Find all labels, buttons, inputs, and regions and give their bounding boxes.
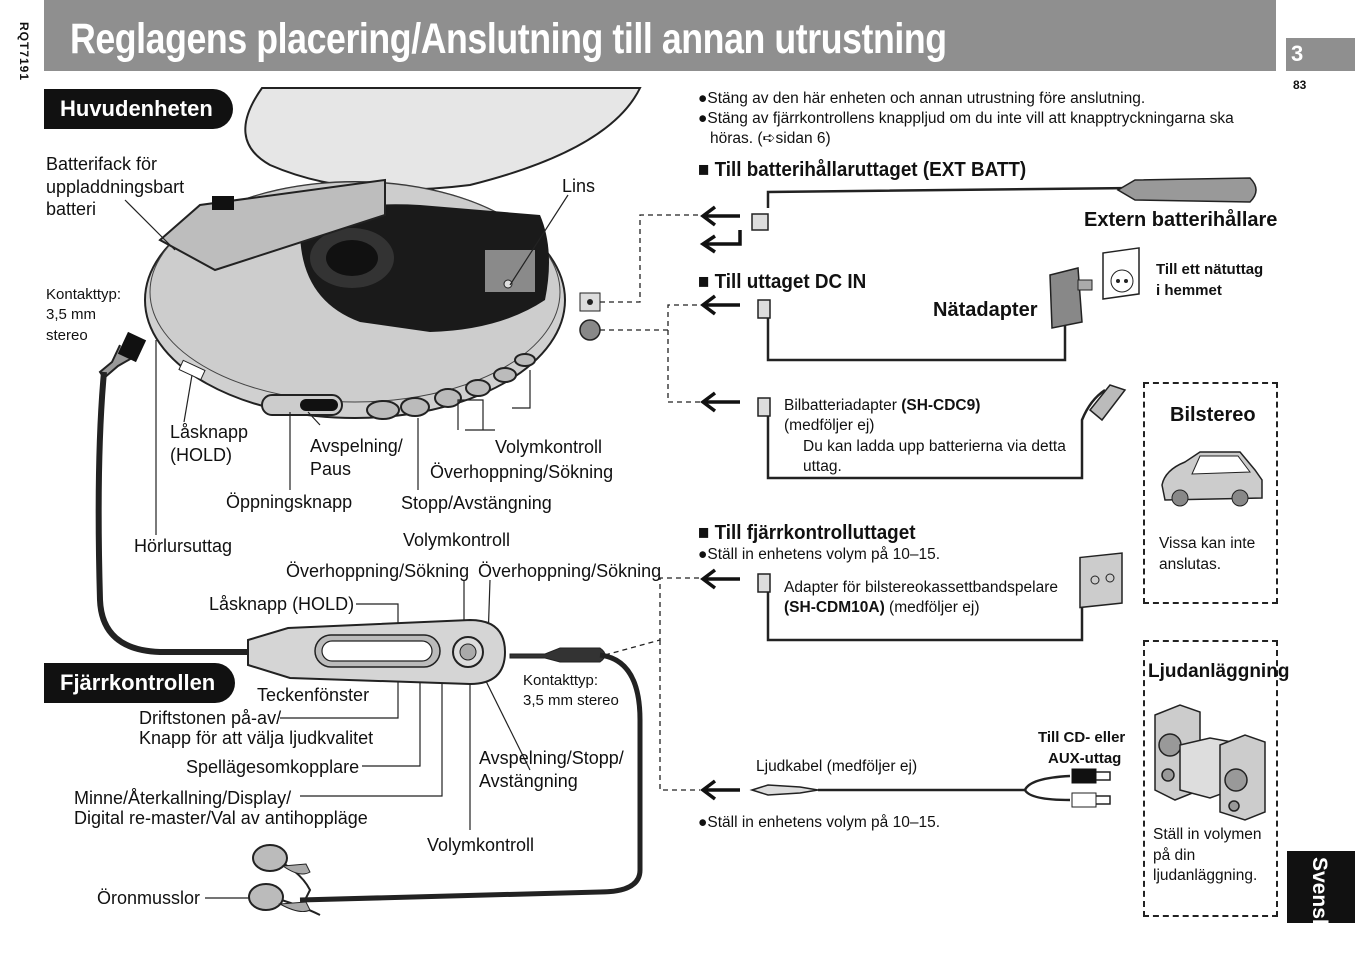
note-remote-volume: ●Ställ in enhetens volym på 10–15. bbox=[698, 546, 941, 563]
language-tab-label: Svenska bbox=[1308, 857, 1331, 943]
earphone-right bbox=[248, 883, 284, 911]
remote-label-memory-2: Digital re-master/Val av antihoppläge bbox=[74, 808, 368, 828]
remote-label-play-mode: Spellägesomkopplare bbox=[186, 757, 360, 777]
label-skip-search: Överhoppning/Sökning bbox=[430, 462, 614, 482]
battery-lid bbox=[158, 178, 386, 272]
language-tab bbox=[1287, 851, 1355, 923]
title-bar bbox=[44, 0, 1276, 71]
wall-outlet bbox=[1102, 247, 1140, 300]
car-adapter-name: Bilbatteriadapter bbox=[784, 397, 902, 414]
page-title: Reglagens placering/Anslutning till anna… bbox=[70, 15, 947, 63]
label-connector-1: Kontakttyp: bbox=[46, 286, 122, 303]
ac-adapter bbox=[1049, 267, 1083, 329]
remote-label-earphones: Öronmusslor bbox=[97, 888, 201, 908]
label-battery-compartment-1: Batterifack för bbox=[46, 154, 158, 174]
label-outlet-2: i hemmet bbox=[1156, 282, 1222, 299]
remote-label-display: Teckenfönster bbox=[257, 685, 370, 705]
audio-system-text-2: på din bbox=[1153, 847, 1196, 864]
dc-in-jack bbox=[579, 319, 601, 341]
audio-system-box bbox=[1143, 640, 1278, 917]
label-stop-off: Stopp/Avstängning bbox=[401, 493, 552, 513]
heading-remote-jack: ■ Till fjärrkontrolluttaget bbox=[698, 521, 916, 544]
label-hold-1: Låsknapp bbox=[170, 422, 249, 442]
main-unit-heading: Huvudenheten bbox=[44, 89, 233, 129]
cd-lid bbox=[244, 87, 642, 191]
remote-label-volume-top: Volymkontroll bbox=[403, 530, 511, 550]
heading-dc-in: ■ Till uttaget DC IN bbox=[698, 270, 867, 293]
remote-label-skip-right: Överhoppning/Sökning bbox=[478, 561, 662, 581]
remote-label-play-stop-2: Avstängning bbox=[479, 771, 578, 791]
remote-label-memory-1: Minne/Återkallning/Display/ bbox=[74, 788, 292, 808]
audio-system-title: Ljudanläggning bbox=[1148, 661, 1290, 682]
car-stereo-text-1: Vissa kan inte bbox=[1159, 535, 1256, 552]
page-number: 3 bbox=[1291, 41, 1304, 66]
label-car-adapter: Bilbatteriadapter (SH-CDC9) bbox=[784, 396, 980, 416]
cassette-adapter-note: (medföljer ej) bbox=[884, 599, 980, 616]
label-lens: Lins bbox=[562, 176, 596, 196]
label-car-adapter-desc-2: uttag. bbox=[803, 458, 842, 475]
label-ac-adapter: Nätadapter bbox=[933, 299, 1038, 321]
sub-page-number: 83 bbox=[1293, 78, 1307, 92]
earphone-left bbox=[252, 844, 288, 872]
note-cable-volume: ●Ställ in enhetens volym på 10–15. bbox=[698, 814, 941, 831]
car-adapter-model: (SH-CDC9) bbox=[901, 397, 981, 414]
remote-label-connector-2: 3,5 mm stereo bbox=[523, 692, 619, 709]
ext-battery-holder bbox=[1116, 177, 1257, 203]
label-ext-battery-holder: Extern batterihållare bbox=[1084, 209, 1278, 231]
label-cassette-adapter: Adapter för bilstereokassettbandspelare bbox=[784, 579, 1058, 596]
car-adapter bbox=[1088, 384, 1127, 422]
remote-heading: Fjärrkontrollen bbox=[44, 663, 236, 703]
label-volume: Volymkontroll bbox=[495, 437, 603, 457]
note-1: ●Stäng av den här enheten och annan utru… bbox=[698, 90, 1146, 107]
label-connector-2: 3,5 mm bbox=[46, 306, 97, 323]
cassette-adapter bbox=[1079, 552, 1123, 609]
label-car-adapter-note: (medföljer ej) bbox=[784, 417, 875, 434]
remote-display bbox=[321, 640, 433, 662]
label-audio-cable: Ljudkabel (medföljer ej) bbox=[756, 758, 918, 775]
label-battery-compartment-2: uppladdningsbart bbox=[46, 177, 185, 197]
remote-label-hold: Låsknapp (HOLD) bbox=[209, 594, 355, 614]
note-2: ●Stäng av fjärrkontrollens knappljud om … bbox=[698, 110, 1234, 127]
heading-ext-batt: ■ Till batterihållaruttaget (EXT BATT) bbox=[698, 158, 1027, 181]
label-hold-2: (HOLD) bbox=[170, 445, 232, 465]
car-stereo-box bbox=[1143, 382, 1278, 604]
label-play-pause-1: Avspelning/ bbox=[310, 436, 403, 456]
stereo-icon bbox=[1154, 704, 1266, 821]
label-cable-target-2: AUX-uttag bbox=[1048, 750, 1122, 767]
remote-label-beep-2: Knapp för att välja ljudkvalitet bbox=[139, 728, 374, 748]
remote-label-play-stop-1: Avspelning/Stopp/ bbox=[479, 748, 624, 768]
cassette-adapter-model: (SH-CDM10A) bbox=[784, 599, 885, 616]
label-cable-target-1: Till CD- eller bbox=[1038, 729, 1126, 746]
page-number-box bbox=[1286, 38, 1355, 71]
label-cassette-adapter-model: (SH-CDM10A) (medföljer ej) bbox=[784, 598, 980, 618]
label-play-pause-2: Paus bbox=[310, 459, 352, 479]
remote-label-connector-1: Kontakttyp: bbox=[523, 672, 599, 689]
remote-label-skip-left: Överhoppning/Sökning bbox=[286, 561, 470, 581]
remote-label-beep-1: Driftstonen på-av/ bbox=[139, 708, 282, 728]
audio-system-text-3: ljudanläggning. bbox=[1153, 867, 1258, 884]
audio-system-text-1: Ställ in volymen bbox=[1153, 826, 1262, 843]
label-outlet-1: Till ett nätuttag bbox=[1156, 261, 1264, 278]
label-battery-compartment-3: batteri bbox=[46, 199, 97, 219]
note-3: höras. (➪sidan 6) bbox=[710, 130, 831, 147]
label-connector-3: stereo bbox=[46, 327, 88, 344]
car-stereo-title: Bilstereo bbox=[1170, 404, 1256, 426]
label-car-adapter-desc-1: Du kan ladda upp batterierna via detta bbox=[803, 438, 1066, 455]
label-open: Öppningsknapp bbox=[226, 492, 353, 512]
car-stereo-text-2: anslutas. bbox=[1159, 556, 1222, 573]
remote-label-volume-bottom: Volymkontroll bbox=[427, 835, 535, 855]
label-headphone-jack: Hörlursuttag bbox=[134, 536, 233, 556]
